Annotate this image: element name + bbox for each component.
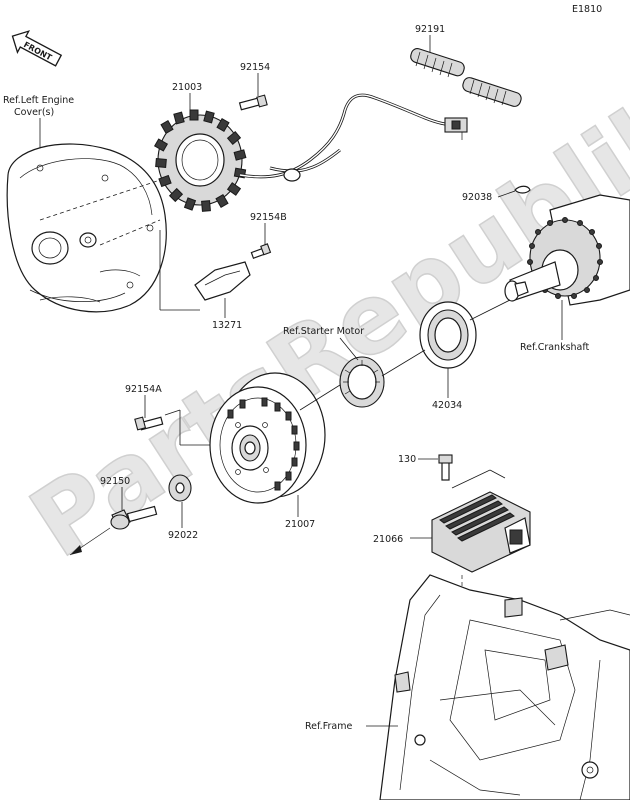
regulator-21066 xyxy=(431,491,531,573)
washer-92022 xyxy=(168,474,192,502)
label-21007: 21007 xyxy=(285,519,315,530)
bolt-130 xyxy=(438,454,453,481)
bolt-92150 xyxy=(110,505,158,530)
rotor-21007 xyxy=(209,372,326,504)
front-arrow-icon: FRONT xyxy=(11,30,63,67)
stator-assembly xyxy=(153,109,247,212)
bolt-92154 xyxy=(238,94,268,111)
label-92154A: 92154A xyxy=(125,384,162,395)
label-21003: 21003 xyxy=(172,82,202,93)
clamp-13271 xyxy=(194,261,251,301)
tube-92191 xyxy=(410,48,522,107)
label-13271: 13271 xyxy=(212,320,242,331)
wire-harness xyxy=(239,93,468,182)
label-92038: 92038 xyxy=(462,192,492,203)
label-21066: 21066 xyxy=(373,534,403,545)
ref-left-cover-line2: Cover(s) xyxy=(14,107,54,118)
label-92154: 92154 xyxy=(240,62,270,73)
key-92038 xyxy=(514,185,531,194)
frame xyxy=(379,574,630,801)
crankshaft xyxy=(504,194,630,306)
bolt-92154B xyxy=(250,243,272,259)
label-92150: 92150 xyxy=(100,476,130,487)
left-cover-ref: Ref.Left Engine Cover(s) xyxy=(3,95,74,148)
ref-starter-motor: Ref.Starter Motor xyxy=(283,326,364,337)
label-92191: 92191 xyxy=(415,24,445,35)
starter-clutch xyxy=(339,356,385,408)
bolt-92154A xyxy=(134,416,164,431)
ref-frame: Ref.Frame xyxy=(305,721,352,732)
diagram-code: E1810 xyxy=(572,4,602,15)
label-130: 130 xyxy=(398,454,416,465)
ref-left-cover-line1: Ref.Left Engine xyxy=(3,95,74,106)
left-engine-cover xyxy=(6,143,167,313)
ref-crankshaft: Ref.Crankshaft xyxy=(520,342,590,353)
label-92022: 92022 xyxy=(168,530,198,541)
gear-42034 xyxy=(419,301,477,369)
label-92154B: 92154B xyxy=(250,212,287,223)
label-42034: 42034 xyxy=(432,400,462,411)
